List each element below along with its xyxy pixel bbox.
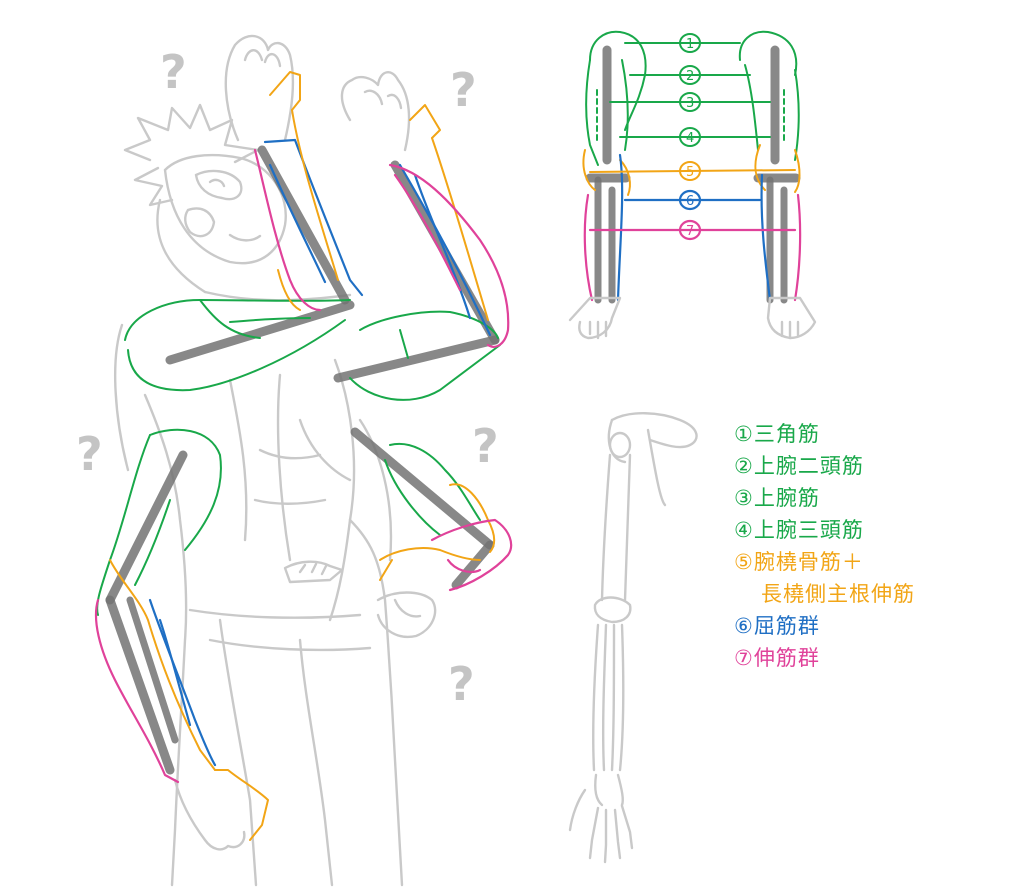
- figure-muscles-green: [96, 299, 501, 616]
- legend-item-deltoid: ①三角筋: [734, 422, 820, 446]
- legend-item-brachialis: ③上腕筋: [734, 486, 820, 510]
- question-mark-3: ?: [76, 427, 103, 481]
- question-mark-4: ?: [472, 419, 499, 473]
- legend-item-triceps: ④上腕三頭筋: [734, 518, 864, 542]
- legend-item-extensors: ⑦伸筋群: [734, 646, 820, 670]
- legend-item-flexors: ⑥屈筋群: [734, 614, 820, 638]
- label-number-2: 2: [686, 69, 694, 84]
- label-number-3: 3: [686, 96, 694, 111]
- legend-item-biceps: ②上腕二頭筋: [734, 454, 864, 478]
- question-mark-2: ?: [450, 63, 477, 117]
- label-number-6: 6: [686, 194, 694, 209]
- label-number-4: 4: [686, 131, 694, 146]
- figure-muscles-pink: [94, 148, 513, 784]
- skeleton-arm: [568, 412, 698, 864]
- arms-diagram-numbers: 1 2 3 4 5 6 7: [686, 37, 694, 239]
- arms-diagram: [568, 30, 817, 340]
- label-number-1: 1: [686, 37, 694, 52]
- character-figure-sketch: [113, 34, 437, 887]
- muscle-legend: ①三角筋 ②上腕二頭筋 ③上腕筋 ④上腕三頭筋 ⑤腕橈骨筋＋ 長橈側主根伸筋 ⑥…: [734, 418, 915, 674]
- label-number-7: 7: [686, 224, 694, 239]
- question-mark-1: ?: [160, 45, 187, 99]
- question-mark-5: ?: [448, 657, 475, 711]
- figure-muscles-orange: [109, 71, 496, 841]
- label-number-5: 5: [686, 165, 694, 180]
- figure-muscles-blue: [148, 138, 492, 767]
- legend-item-extensor-carpi-radialis: 長橈側主根伸筋: [761, 582, 915, 606]
- question-marks: ? ? ? ? ?: [76, 45, 499, 711]
- legend-item-brachioradialis: ⑤腕橈骨筋＋: [734, 550, 864, 574]
